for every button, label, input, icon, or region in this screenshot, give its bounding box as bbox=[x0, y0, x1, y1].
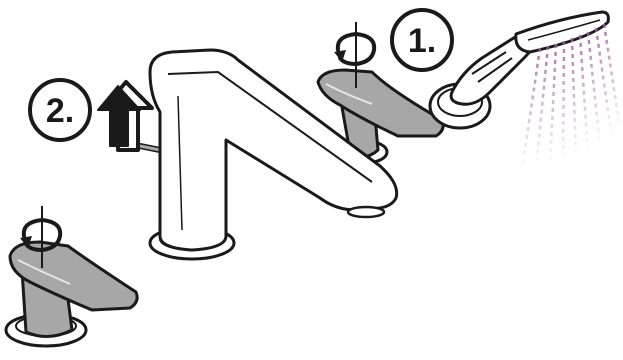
step-1-label: 1. bbox=[408, 22, 436, 60]
pull-up-arrow-icon bbox=[98, 82, 152, 150]
right-valve-lever bbox=[318, 70, 443, 136]
shower-head bbox=[516, 12, 609, 52]
step-2-badge: 2. bbox=[30, 80, 90, 140]
step-2-label: 2. bbox=[46, 92, 74, 130]
spout-outlet bbox=[348, 207, 384, 217]
left-valve-handle bbox=[6, 242, 137, 346]
step-1-badge: 1. bbox=[392, 10, 452, 70]
